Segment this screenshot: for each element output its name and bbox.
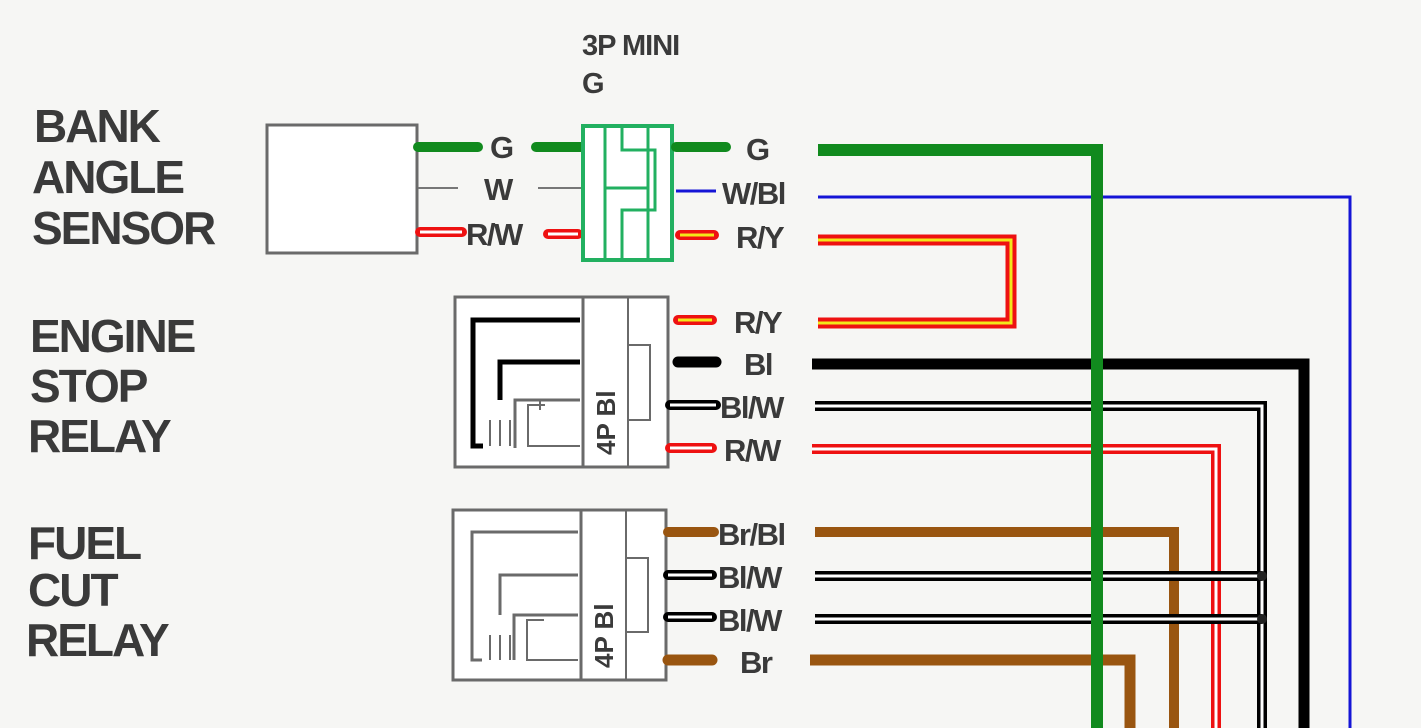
engine-stop-relay-connector-label: 4P Bl (591, 390, 621, 455)
engine-stop-label-bl: Bl (744, 347, 772, 382)
engine-stop-label-blw: Bl/W (720, 390, 785, 425)
fuel-cut-relay-label-line3: RELAY (26, 614, 169, 666)
engine-stop-relay-label: ENGINE STOP RELAY (28, 310, 197, 462)
sensor-right-label-ry: R/Y (736, 220, 785, 255)
fuel-cut-relay-connector-label: 4P Bl (589, 603, 619, 668)
connector-name-line1: 3P MINI (582, 30, 679, 62)
connector-name-line2: G (582, 68, 604, 100)
engine-stop-label-ry: R/Y (734, 305, 783, 340)
sensor-left-label-rw: R/W (466, 217, 524, 252)
fuel-cut-relay-body (451, 508, 668, 682)
engine-stop-relay-label-line2: STOP (30, 360, 148, 412)
sensor-right-label-wbl: W/Bl (722, 176, 785, 211)
fuel-cut-label-blw-1: Bl/W (718, 560, 783, 595)
fuel-cut-relay-label-line1: FUEL (28, 517, 141, 569)
bank-angle-sensor-label: BANK ANGLE SENSOR (32, 100, 218, 254)
wire-wbl-run (818, 195, 1352, 728)
sensor-left-label-g: G (490, 130, 513, 165)
wire-brbl-run (815, 527, 1179, 728)
3p-mini-connector (581, 124, 674, 262)
fuel-cut-label-br: Br (740, 645, 773, 680)
wire-g-run (818, 144, 1103, 728)
fuel-cut-label-brbl: Br/Bl (718, 517, 785, 552)
sensor-right-label-g: G (746, 132, 769, 167)
engine-stop-label-rw: R/W (724, 433, 782, 468)
fuel-cut-relay-label-line2: CUT (28, 564, 118, 616)
engine-stop-relay-label-line1: ENGINE (30, 310, 195, 362)
sensor-left-label-w: W (484, 172, 514, 207)
wire-blw-run-2 (815, 571, 1267, 581)
wire-ry-loop (818, 234, 1017, 329)
wire-rw-run (812, 444, 1221, 728)
engine-stop-relay-label-line3: RELAY (28, 410, 171, 462)
wire-blw-run-1 (815, 401, 1267, 728)
bank-angle-sensor-label-line3: SENSOR (32, 202, 216, 254)
fuel-cut-relay-label: FUEL CUT RELAY (26, 517, 171, 666)
bank-angle-sensor-label-line2: ANGLE (32, 151, 183, 203)
bank-angle-sensor-label-line1: BANK (34, 100, 161, 152)
sensor-wire-rw-left (415, 227, 583, 239)
wire-br-run (810, 654, 1136, 728)
wire-bl-run (812, 358, 1310, 728)
fuel-cut-label-blw-2: Bl/W (718, 603, 783, 638)
engine-stop-relay-body (453, 295, 670, 469)
wire-blw-run-3 (815, 614, 1267, 624)
bank-angle-sensor-box (265, 123, 419, 255)
